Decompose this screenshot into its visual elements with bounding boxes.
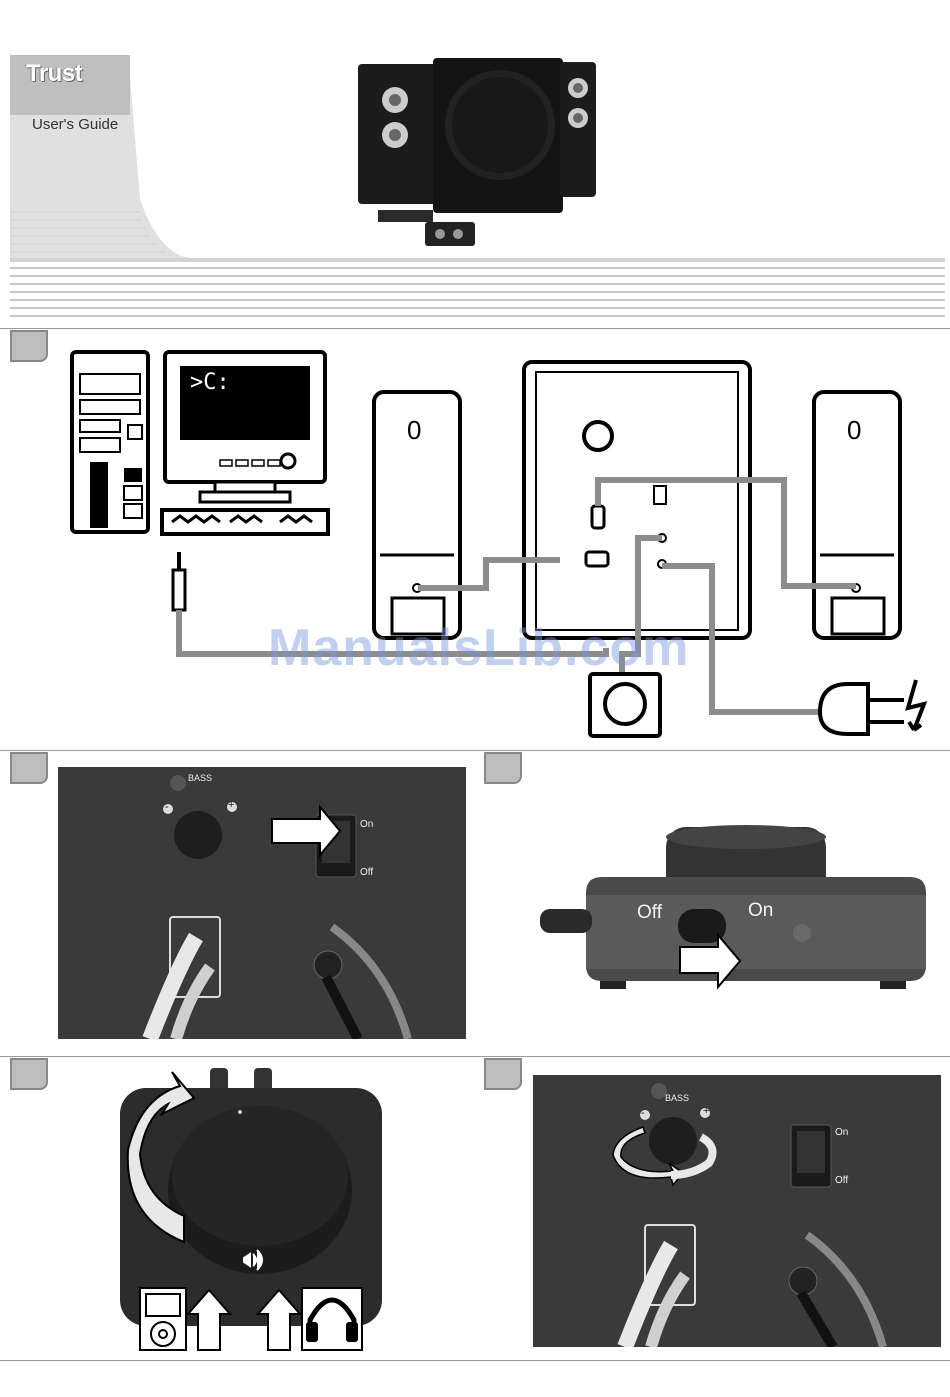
header: Trust User's Guide bbox=[0, 0, 950, 325]
bass-label: BASS bbox=[188, 773, 212, 783]
off-label: Off bbox=[637, 902, 662, 924]
speaker-set-photo bbox=[358, 58, 596, 246]
header-banner-graphic bbox=[0, 0, 950, 325]
step-badge-4 bbox=[10, 1058, 48, 1090]
wall-socket bbox=[590, 674, 660, 736]
screen-prompt: >C: bbox=[190, 370, 230, 395]
audio-plug bbox=[173, 552, 185, 610]
plus-label: + bbox=[228, 799, 234, 811]
photo-subwoofer-panel-bass: BASS - + On Off bbox=[533, 1075, 941, 1347]
power-plug bbox=[820, 680, 924, 734]
photo-control-pod-power-switch bbox=[530, 805, 950, 1005]
photo-subwoofer-panel-power: BASS - + On Off bbox=[58, 767, 466, 1039]
on-label: On bbox=[835, 1127, 848, 1138]
step-badge-5 bbox=[484, 1058, 522, 1090]
on-label: On bbox=[748, 900, 773, 922]
photo-control-pod-volume bbox=[110, 1058, 410, 1358]
off-label: Off bbox=[360, 867, 373, 878]
plus-label: + bbox=[703, 1105, 709, 1117]
monitor bbox=[165, 352, 325, 502]
divider-mid-1 bbox=[0, 750, 950, 751]
step-badge-2 bbox=[10, 752, 48, 784]
on-label: On bbox=[360, 819, 373, 830]
keyboard bbox=[162, 510, 328, 534]
trust-logo: Trust bbox=[26, 60, 82, 88]
watermark: ManualsLib.com bbox=[268, 618, 689, 678]
bass-label: BASS bbox=[665, 1093, 689, 1103]
right-speaker-mark: 0 bbox=[847, 415, 861, 446]
off-label: Off bbox=[835, 1175, 848, 1186]
minus-label: - bbox=[641, 1107, 645, 1119]
minus-label: - bbox=[165, 801, 169, 813]
pc-tower bbox=[72, 352, 148, 532]
divider-bottom bbox=[0, 1360, 950, 1361]
users-guide-title: User's Guide bbox=[32, 116, 118, 133]
divider-top bbox=[0, 328, 950, 329]
left-speaker-mark: 0 bbox=[407, 415, 421, 446]
connection-diagram bbox=[0, 330, 950, 750]
divider-mid-2 bbox=[0, 1056, 950, 1057]
step-badge-3 bbox=[484, 752, 522, 784]
